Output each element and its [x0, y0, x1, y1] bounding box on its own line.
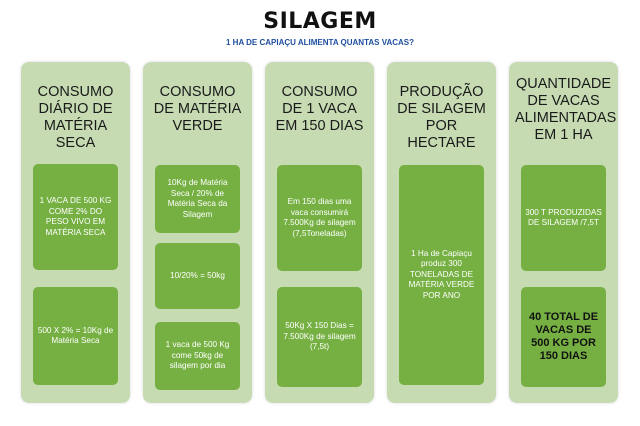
page-subtitle: 1 HA DE CAPIAÇU ALIMENTA QUANTAS VACAS? — [226, 38, 414, 47]
step-box: 1 Ha de Capiaçu produz 300 TONELADAS DE … — [399, 165, 484, 385]
column-consumo-materia-verde: CONSUMO DE MATÉRIA VERDE 10Kg de Matéria… — [143, 62, 252, 403]
column-heading: PRODUÇÃO DE SILAGEM POR HECTARE — [397, 84, 486, 151]
column-heading: CONSUMO DIÁRIO DE MATÉRIA SECA — [37, 84, 114, 151]
column-heading: CONSUMO DE MATÉRIA VERDE — [153, 84, 242, 134]
column-consumo-materia-seca: CONSUMO DIÁRIO DE MATÉRIA SECA 1 VACA DE… — [21, 62, 130, 403]
column-quantidade-vacas: QUANTIDADE DE VACAS ALIMENTADAS EM 1 HA … — [509, 62, 618, 403]
step-box: 10Kg de Matéria Seca / 20% de Matéria Se… — [155, 165, 240, 233]
step-box: Em 150 dias uma vaca consumirá 7.500Kg d… — [277, 165, 362, 271]
column-producao-por-hectare: PRODUÇÃO DE SILAGEM POR HECTARE 1 Ha de … — [387, 62, 496, 403]
step-box: 10/20% = 50kg — [155, 243, 240, 309]
step-box: 1 vaca de 500 Kg come 50kg de silagem po… — [155, 322, 240, 390]
step-box: 500 X 2% = 10Kg de Matéria Seca — [33, 287, 118, 385]
result-box: 40 TOTAL DE VACAS DE 500 KG POR 150 DIAS — [521, 287, 606, 387]
step-box: 1 VACA DE 500 KG COME 2% DO PESO VIVO EM… — [33, 164, 118, 270]
column-consumo-150-dias: CONSUMO DE 1 VACA EM 150 DIAS Em 150 dia… — [265, 62, 374, 403]
column-heading: CONSUMO DE 1 VACA EM 150 DIAS — [275, 84, 364, 134]
column-heading: QUANTIDADE DE VACAS ALIMENTADAS EM 1 HA — [515, 76, 617, 143]
step-box: 300 T PRODUZIDAS DE SILAGEM /7,5T — [521, 165, 606, 271]
page-title: SILAGEM — [263, 9, 377, 34]
step-box: 50Kg X 150 Dias = 7.500Kg de silagem (7,… — [277, 287, 362, 387]
